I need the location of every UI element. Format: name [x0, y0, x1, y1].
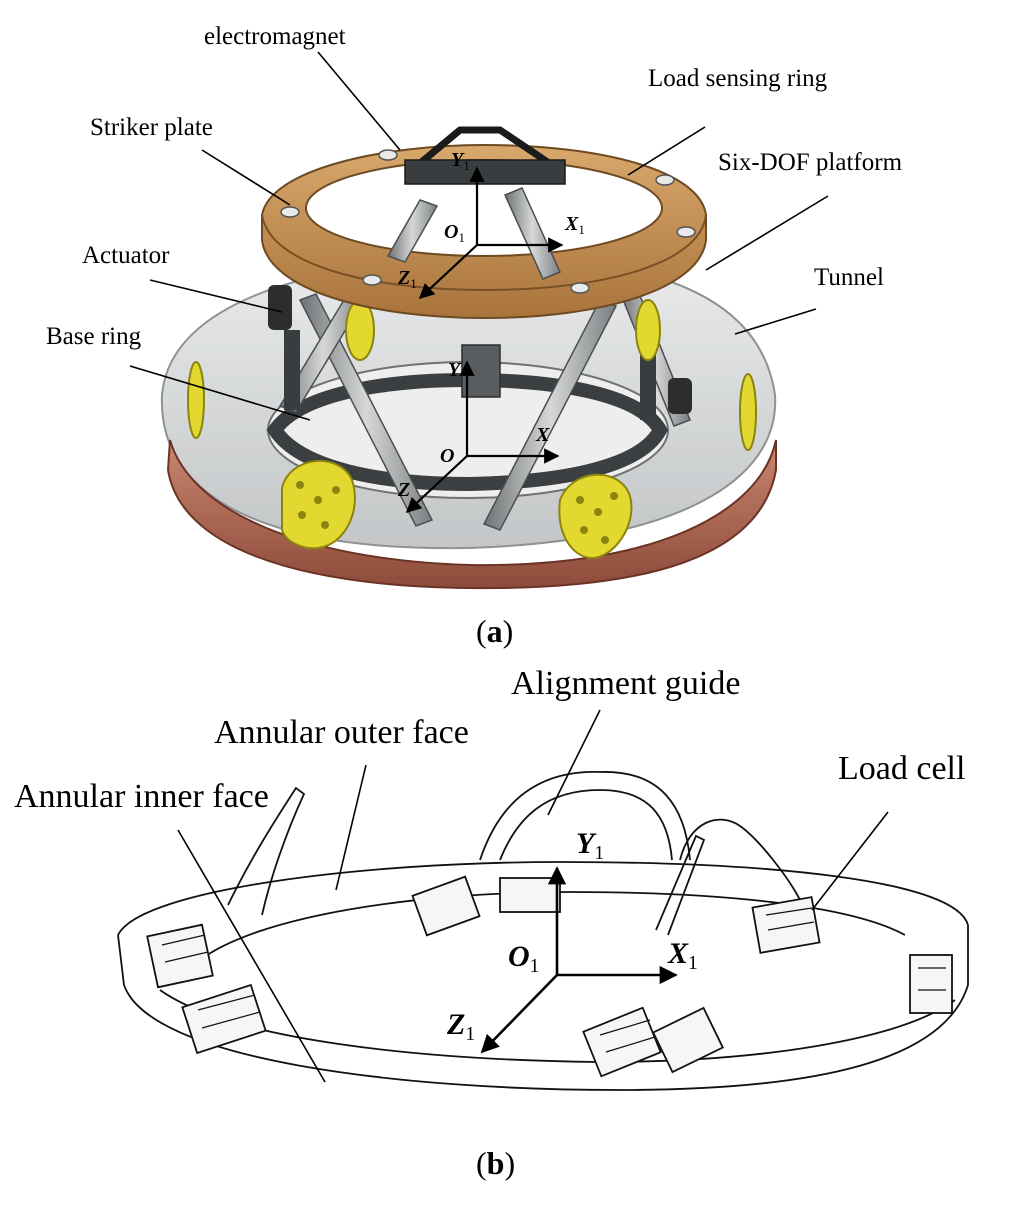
electromagnet-block	[404, 159, 566, 185]
base-ring-band	[266, 372, 668, 492]
axis-label-o1-a: O1	[444, 221, 465, 245]
label-base-ring: Base ring	[46, 323, 142, 350]
label-load-sensing-ring: Load sensing ring	[648, 65, 828, 92]
alignment-guide-center	[479, 771, 691, 861]
axis-label-z-a: Z	[398, 479, 411, 501]
alignment-guide-center-inner	[499, 789, 673, 861]
axis-label-y1-b: Y1	[576, 827, 605, 864]
axis-label-z1-b: Z1	[447, 1008, 476, 1045]
label-annular-outer-face: Annular outer face	[214, 714, 469, 751]
axis-label-x1-b: X1	[668, 937, 698, 974]
label-actuator: Actuator	[82, 242, 170, 269]
label-load-cell: Load cell	[838, 750, 966, 787]
annular-inner-edge	[199, 891, 906, 961]
annular-outer-lower	[159, 989, 956, 1063]
label-tunnel: Tunnel	[814, 264, 884, 291]
axis-label-x1-a: X1	[565, 213, 585, 237]
alignment-guide-left	[227, 786, 306, 916]
axis-label-o-a: O	[440, 445, 455, 467]
panel-b-leader-lines	[177, 709, 889, 1083]
annular-ring-top	[117, 861, 969, 936]
label-annular-inner-face: Annular inner face	[14, 778, 269, 815]
actuator-cylinders	[268, 285, 692, 420]
upper-struts	[386, 187, 562, 280]
frame-b-arrows	[480, 866, 678, 1054]
striker-plate-holes	[280, 149, 696, 294]
axis-label-y1-a: Y1	[451, 149, 470, 173]
frame-o-arrows	[405, 360, 560, 514]
label-six-dof-platform: Six-DOF platform	[718, 149, 903, 176]
label-alignment-guide: Alignment guide	[511, 665, 741, 702]
axis-label-x-a: X	[536, 424, 550, 446]
annular-ring-bottom	[117, 925, 969, 1091]
panel-a-illustration	[129, 51, 829, 590]
load-cell-detail-lines	[161, 907, 946, 1053]
axis-label-y-a: Y	[448, 359, 461, 381]
base-copper-band	[166, 439, 777, 590]
panel-tag-a: (a)	[476, 613, 514, 649]
panel-a-leader-lines	[129, 51, 829, 421]
alignment-guide-right	[679, 818, 801, 901]
axis-label-o1-b: O1	[508, 940, 540, 977]
load-sensing-ring-rim	[261, 214, 707, 292]
frame-o1-arrows	[418, 166, 564, 300]
label-striker-plate: Striker plate	[90, 114, 213, 141]
panel-tag-b: (b)	[476, 1145, 516, 1181]
load-cell-blocks	[146, 875, 953, 1078]
electromagnet-handle	[415, 126, 554, 168]
disc-holes	[296, 481, 618, 544]
label-electromagnet: electromagnet	[204, 23, 346, 50]
axis-label-z1-a: Z1	[398, 267, 417, 291]
alignment-guide-right-strut	[655, 834, 706, 936]
panel-b-illustration	[117, 709, 969, 1091]
